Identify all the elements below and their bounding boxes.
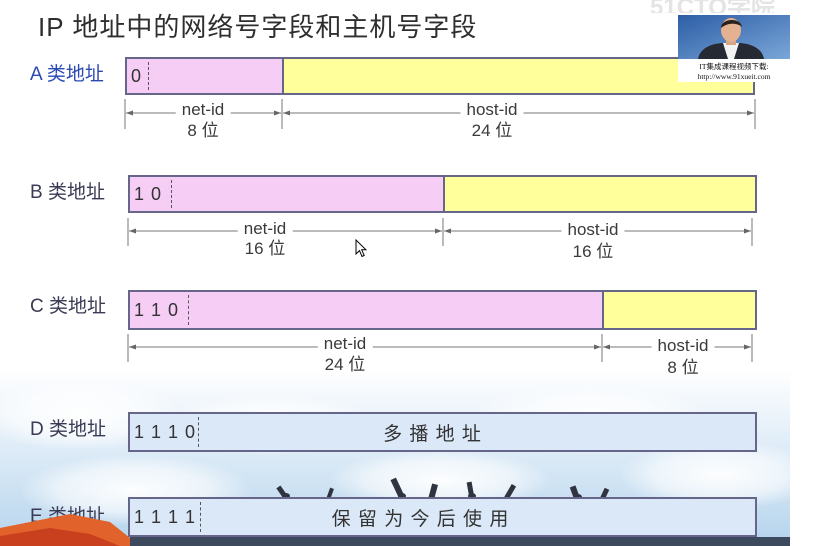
prefix-divider <box>200 502 201 532</box>
arrowhead <box>603 344 610 350</box>
presenter-photo <box>678 15 790 59</box>
class-d-label: D 类地址 <box>30 419 107 440</box>
arrowhead <box>129 228 136 234</box>
class-d-bar: 1 1 1 0 多 播 地 址 <box>128 412 757 452</box>
net-id-segment <box>130 292 604 328</box>
prefix-divider <box>198 417 199 447</box>
arrowhead <box>744 344 751 350</box>
class-a-net-id-size: 8 位 <box>187 121 219 140</box>
class-a-label: A 类地址 <box>30 64 104 85</box>
class-b-dimensions <box>127 218 753 246</box>
class-b-prefix-bits: 1 0 <box>134 183 163 204</box>
class-d-prefix-bits: 1 1 1 0 <box>134 421 197 442</box>
class-c-host-id-size: 8 位 <box>667 358 699 377</box>
arrowhead <box>594 344 601 350</box>
arrowhead <box>744 228 751 234</box>
class-e-description: 保 留 为 今 后 使 用 <box>331 508 510 530</box>
class-c-label: C 类地址 <box>30 296 107 317</box>
class-c-bar: 1 1 0 <box>128 290 757 330</box>
class-c-prefix-bits: 1 1 0 <box>134 299 180 320</box>
class-e-prefix-bits: 1 1 1 1 <box>134 506 197 527</box>
class-d-description: 多 播 地 址 <box>383 423 482 445</box>
arrowhead <box>444 228 451 234</box>
mouse-cursor-icon <box>355 239 367 258</box>
net-id-segment <box>127 59 284 93</box>
slide-title: IP 地址中的网络号字段和主机号字段 <box>38 12 478 42</box>
class-a-net-id-label: net-id <box>175 101 231 119</box>
class-a-prefix-bits: 0 <box>131 65 143 86</box>
net-id-segment <box>130 177 445 211</box>
arrowhead <box>129 344 136 350</box>
prefix-divider <box>171 180 172 208</box>
class-c-net-id-size: 24 位 <box>324 355 366 374</box>
presenter-promo: IT集成课程视频下载: http://www.91xueit.com <box>678 15 790 82</box>
class-b-bar: 1 0 <box>128 175 757 213</box>
arrowhead <box>435 228 442 234</box>
class-a-host-id-label: host-id <box>460 101 524 119</box>
class-b-net-id-label: net-id <box>237 220 293 238</box>
class-b-host-id-label: host-id <box>561 221 625 239</box>
class-c-host-id-label: host-id <box>651 337 715 355</box>
class-b-label: B 类地址 <box>30 182 105 203</box>
class-b-net-id-size: 16 位 <box>244 239 286 258</box>
promo-caption: IT集成课程视频下载: <box>699 62 769 71</box>
arrowhead <box>747 110 754 116</box>
class-a-bar: 0 <box>125 57 755 95</box>
class-a-host-id-size: 24 位 <box>471 121 513 140</box>
watermark-logo: 51CTO学院 <box>640 0 790 13</box>
class-c-net-id-label: net-id <box>317 335 373 353</box>
prefix-divider <box>148 62 149 90</box>
arrowhead <box>126 110 133 116</box>
class-e-bar: 1 1 1 1 保 留 为 今 后 使 用 <box>128 497 757 537</box>
promo-url[interactable]: http://www.91xueit.com <box>697 72 771 81</box>
arrowhead <box>274 110 281 116</box>
arrowhead <box>283 110 290 116</box>
class-b-host-id-size: 16 位 <box>572 242 614 261</box>
prefix-divider <box>188 295 189 325</box>
